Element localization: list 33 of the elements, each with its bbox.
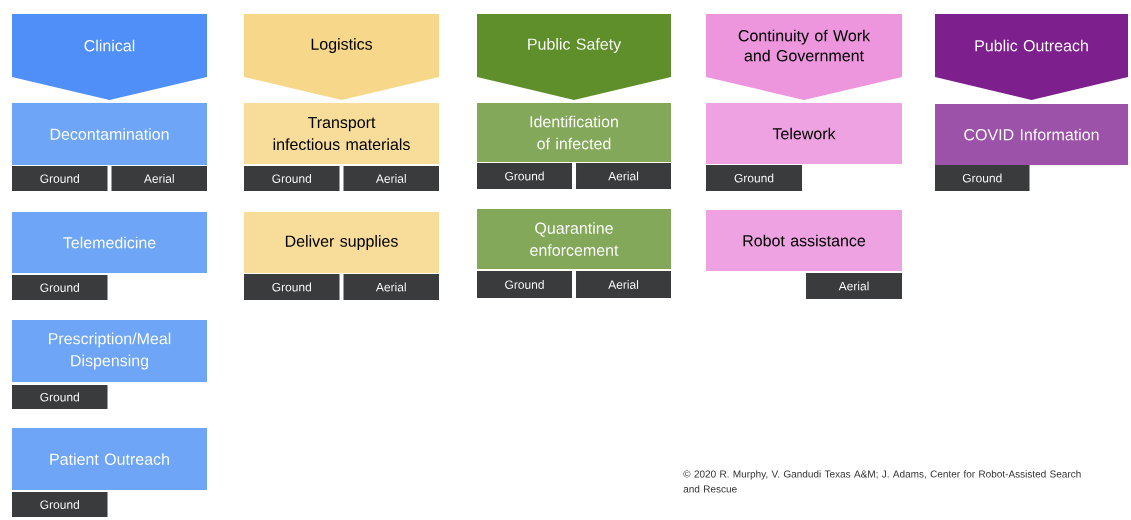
task-box: Robot assistance <box>706 210 902 271</box>
category-header: Continuity of Work and Government <box>706 14 902 100</box>
robot-type-tag: Ground <box>12 385 108 409</box>
robot-type-tag: Aerial <box>343 166 439 191</box>
robot-type-tag: Ground <box>244 274 340 300</box>
robot-type-tag: Ground <box>244 166 340 191</box>
robot-type-tag: Aerial <box>343 274 439 300</box>
category-header: Clinical <box>12 14 207 100</box>
task-box: Deliver supplies <box>244 212 439 273</box>
task-box: Prescription/Meal Dispensing <box>12 320 207 382</box>
robot-type-tag: Ground <box>477 271 572 298</box>
task-box: COVID Information <box>935 104 1128 165</box>
category-header: Public Safety <box>477 14 671 100</box>
task-box: Transport infectious materials <box>244 103 439 164</box>
robot-type-tag: Ground <box>935 165 1030 191</box>
category-header: Logistics <box>244 14 439 100</box>
task-box: Quarantine enforcement <box>477 209 671 269</box>
robot-type-tag: Ground <box>706 165 802 191</box>
task-box: Decontamination <box>12 103 207 165</box>
task-box: Identification of infected <box>477 103 671 162</box>
robot-type-tag: Aerial <box>576 163 671 189</box>
category-header: Public Outreach <box>935 14 1128 100</box>
task-box: Telemedicine <box>12 212 207 273</box>
task-box: Patient Outreach <box>12 428 207 490</box>
robot-type-tag: Aerial <box>111 166 207 191</box>
robot-type-tag: Ground <box>12 492 108 517</box>
robot-type-tag: Aerial <box>576 271 671 298</box>
task-box: Telework <box>706 103 902 164</box>
robot-type-tag: Aerial <box>806 273 902 299</box>
copyright-note: © 2020 R. Murphy, V. Gandudi Texas A&M; J. Adams, Center for Robot-Assisted Search and Rescue <box>683 470 1081 493</box>
robot-type-tag: Ground <box>477 163 572 189</box>
robot-type-tag: Ground <box>12 275 108 300</box>
robot-type-tag: Ground <box>12 166 108 191</box>
